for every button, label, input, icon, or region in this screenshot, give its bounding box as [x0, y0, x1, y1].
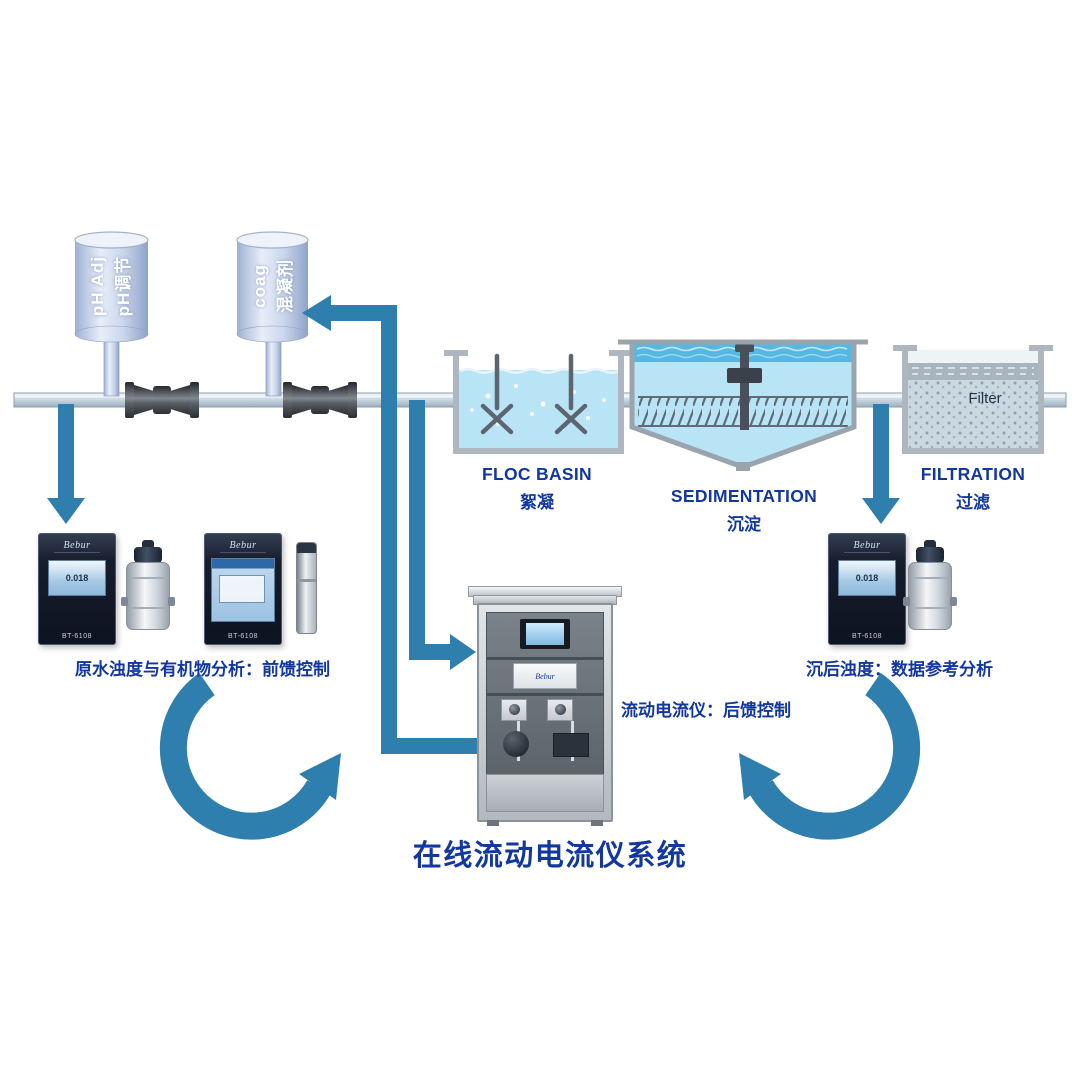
sensor-port	[121, 597, 128, 606]
filtration-basin	[893, 345, 1053, 454]
sedimentation-basin	[618, 339, 868, 471]
brand-label: Bebur	[54, 540, 100, 553]
sedimentation-label-en: SEDIMENTATION	[670, 486, 818, 506]
brand-label: Bebur	[535, 671, 555, 681]
dosing-pump	[547, 699, 573, 721]
dosing-pump	[501, 699, 527, 721]
cabinet-shelf	[487, 693, 603, 696]
sensor-groove	[912, 577, 948, 579]
turbidity-controller-left: Bebur 0.018 BT-6108	[38, 533, 116, 645]
scm-caption: 流动电流仪：后馈控制	[621, 701, 791, 720]
coag-dosing-tank	[236, 231, 309, 397]
sample-down-arrow-left	[47, 404, 85, 524]
model-label: BT-6108	[852, 633, 882, 640]
turbidity-controller-right: Bebur 0.018 BT-6108	[828, 533, 906, 645]
sensor-body	[903, 562, 957, 630]
cabinet-bay: Bebur	[486, 612, 604, 782]
model-label: BT-6108	[228, 633, 258, 640]
left-analyzer-caption: 原水浊度与有机物分析：前馈控制	[75, 660, 330, 679]
flow-lines	[47, 295, 921, 840]
filtration-label-zh: 过滤	[956, 493, 990, 512]
pipe-valve-1	[125, 382, 199, 418]
floc-label-zh: 絮凝	[520, 493, 554, 512]
ph-dosing-tank	[74, 231, 149, 397]
controller-screen: 0.018	[838, 560, 896, 596]
measuring-cell	[503, 731, 529, 757]
ph-tank-label: pH Adj pH调节	[51, 226, 171, 346]
recycle-arrow-right	[739, 672, 921, 840]
sensor-cap	[134, 547, 162, 563]
organics-controller-left: Bebur BT-6108	[204, 533, 282, 645]
cabinet-base-panel	[486, 774, 604, 812]
screen-window	[219, 575, 265, 603]
scm-controller-box: Bebur	[513, 663, 577, 689]
sensor-port	[950, 597, 957, 606]
scm-display-unit	[520, 619, 570, 649]
brand-label: Bebur	[844, 540, 890, 553]
floc-basin	[444, 350, 633, 454]
pipe-valve-2	[283, 382, 357, 418]
electronics-box	[553, 733, 589, 757]
scm-display-screen	[526, 623, 564, 645]
floc-label-en: FLOC BASIN	[482, 464, 592, 484]
sample-down-arrow-right	[862, 404, 900, 524]
diagram-title: 在线流动电流仪系统	[412, 840, 688, 872]
model-label: BT-6108	[62, 633, 92, 640]
cabinet-body: Bebur	[477, 603, 613, 826]
sedimentation-basin-label: SEDIMENTATION 沉淀	[639, 486, 849, 535]
screen-reading: 0.018	[65, 573, 89, 583]
sedimentation-scraper	[727, 344, 762, 430]
ph-tank-label-zh: pH调节	[114, 255, 133, 317]
sensor-groove	[912, 607, 948, 609]
sedimentation-label-zh: 沉淀	[727, 515, 761, 534]
streaming-current-cabinet: Bebur	[468, 586, 622, 826]
filtration-basin-label: FILTRATION 过滤	[902, 464, 1044, 513]
cabinet-foot	[487, 820, 499, 826]
recycle-arrow-left	[159, 672, 341, 840]
controller-screen: 0.018	[48, 560, 106, 596]
floc-basin-label: FLOC BASIN 絮凝	[452, 464, 622, 513]
cabinet-shelf	[487, 657, 603, 660]
coag-tank-label: coag 混凝剂	[213, 226, 333, 346]
sensor-knob	[924, 540, 936, 547]
right-analyzer-caption: 沉后浊度：数据参考分析	[806, 660, 993, 679]
ph-tank-label-en: pH Adj	[87, 255, 107, 317]
sensor-groove	[130, 607, 166, 609]
coag-tank-label-zh: 混凝剂	[276, 259, 295, 313]
sample-line-to-scm	[409, 400, 476, 670]
filter-media-label: Filter	[968, 390, 1002, 407]
immersion-probe	[296, 542, 317, 634]
sensor-port	[168, 597, 175, 606]
turbidity-sensor-left	[121, 540, 175, 634]
sensor-groove	[130, 577, 166, 579]
probe-head	[297, 543, 316, 553]
feedback-line-to-coag	[302, 295, 478, 754]
filtration-label-en: FILTRATION	[920, 464, 1026, 484]
sensor-cap	[916, 547, 944, 563]
controller-screen	[211, 558, 275, 622]
coag-tank-label-en: coag	[249, 264, 269, 308]
probe-band	[297, 579, 316, 582]
sensor-body	[121, 562, 175, 630]
sensor-port	[903, 597, 910, 606]
turbidity-sensor-right	[903, 540, 957, 634]
brand-label: Bebur	[220, 540, 266, 553]
screen-reading: 0.018	[855, 573, 879, 583]
sensor-knob	[142, 540, 154, 547]
cabinet-foot	[591, 820, 603, 826]
floc-mixers	[480, 353, 588, 435]
